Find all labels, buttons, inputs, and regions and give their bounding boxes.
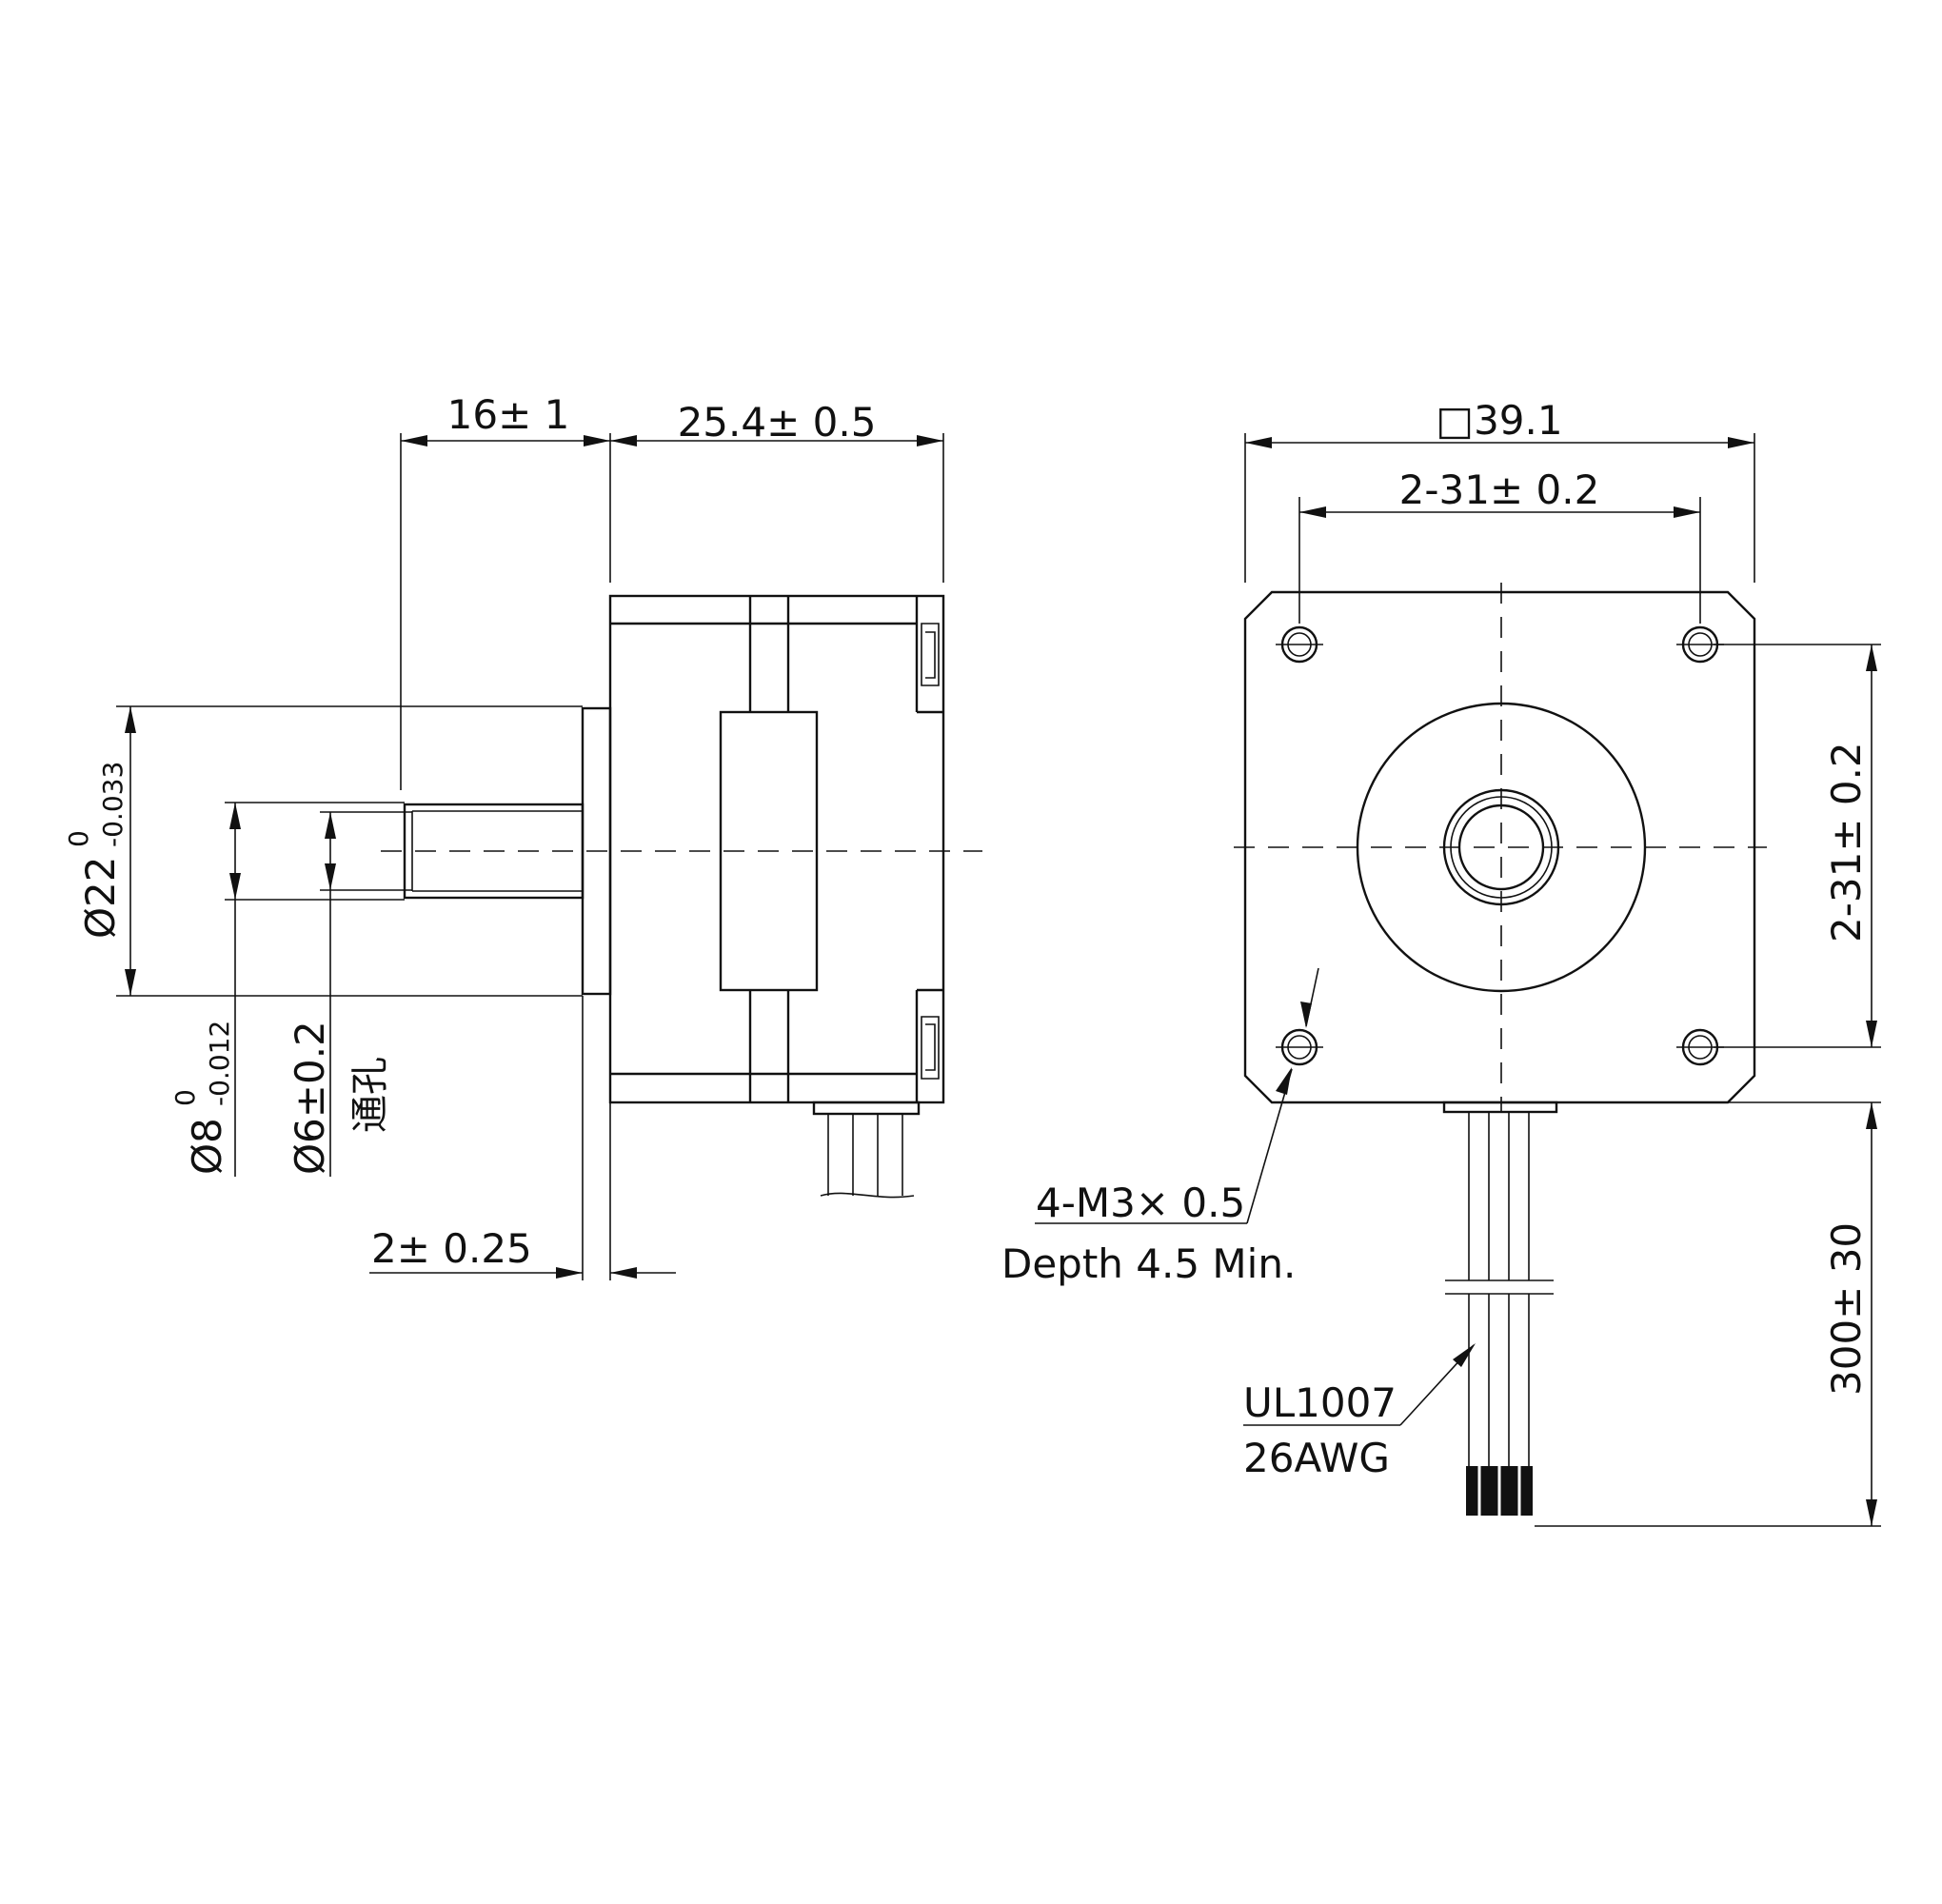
callout-thread: 4-M3× 0.5 xyxy=(1036,1180,1245,1226)
label-plate xyxy=(719,710,819,992)
shaft xyxy=(403,803,585,900)
dim-hole-spacing-v: 2-31± 0.2 xyxy=(1823,742,1870,942)
motor-body-outline xyxy=(608,594,945,1104)
dim-shaft-dia-lower: -0.012 xyxy=(204,1021,235,1106)
dim-bore-note: 通孔 xyxy=(348,1057,392,1133)
dim-shaft-length: 16± 1 xyxy=(447,391,570,438)
dim-bore-dia: Ø6±0.2 xyxy=(287,1021,333,1175)
dim-shaft-dia-upper: 0 xyxy=(169,1089,201,1106)
side-view: 16± 1 25.4± 0.5 Ø22 0 -0.033 Ø8 0 -0.012 xyxy=(63,391,982,1280)
dim-body-length: 25.4± 0.5 xyxy=(678,399,877,446)
callout-thread-depth: Depth 4.5 Min. xyxy=(1001,1240,1296,1287)
dim-shaft-dia: Ø8 xyxy=(184,1118,230,1175)
dim-frame-size: □39.1 xyxy=(1436,397,1562,444)
pilot-circle xyxy=(1356,702,1647,993)
dim-pilot-dia: Ø22 xyxy=(77,856,124,939)
front-view: □39.1 2-31± 0.2 2-31± 0.2 300± 30 4- xyxy=(1001,397,1881,1527)
dim-pilot-height: 2± 0.25 xyxy=(371,1225,532,1272)
dim-pilot-dia-upper: 0 xyxy=(63,830,94,847)
dim-hole-spacing-h: 2-31± 0.2 xyxy=(1399,466,1600,513)
callout-wire-type: UL1007 xyxy=(1243,1379,1397,1426)
dim-pilot-dia-lower: -0.033 xyxy=(97,762,129,847)
dim-lead-length: 300± 30 xyxy=(1823,1222,1870,1396)
callout-wire-gauge: 26AWG xyxy=(1243,1435,1390,1481)
